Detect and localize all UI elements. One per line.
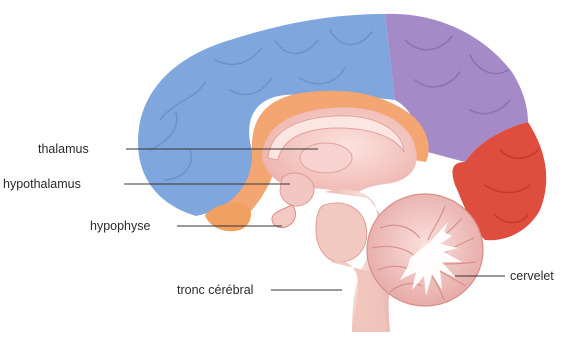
label-thalamus: thalamus xyxy=(38,142,89,156)
label-cervelet: cervelet xyxy=(510,269,554,283)
label-tronc-cerebral: tronc cérébral xyxy=(177,283,253,297)
thalamus xyxy=(300,143,352,173)
pons xyxy=(316,203,367,262)
label-hypophyse: hypophyse xyxy=(90,219,150,233)
hypophyse xyxy=(272,205,295,228)
cervelet xyxy=(367,194,483,306)
label-hypothalamus: hypothalamus xyxy=(3,177,81,191)
hypothalamus xyxy=(280,173,314,206)
